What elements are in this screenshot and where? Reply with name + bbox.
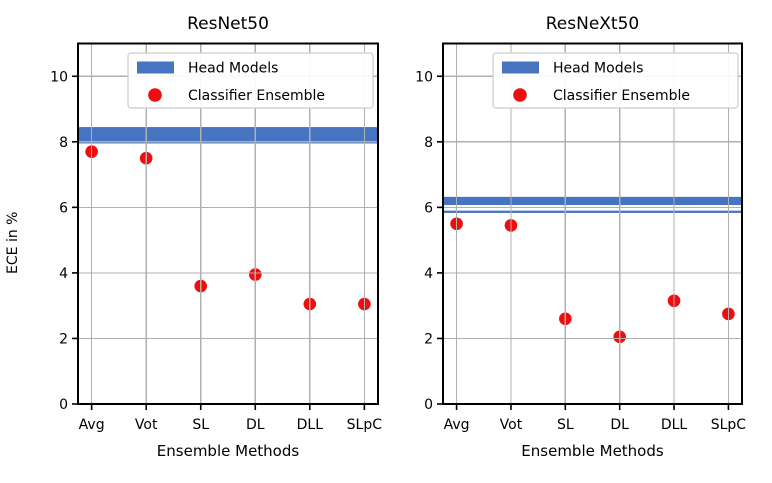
axes-frame xyxy=(442,42,743,405)
legend-label-head-models: Head Models xyxy=(553,61,643,77)
y-tick-label: 8 xyxy=(59,135,68,151)
x-axis-label: Ensemble Methods xyxy=(157,442,300,460)
y-tick-label: 0 xyxy=(424,397,433,413)
legend-label-classifier-ensemble: Classifier Ensemble xyxy=(553,88,690,104)
y-tick-label: 10 xyxy=(415,69,433,85)
y-tick-label: 2 xyxy=(59,331,68,347)
legend-box xyxy=(127,52,374,109)
y-tick-label: 8 xyxy=(424,135,433,151)
x-tick-label-dll: DLL xyxy=(297,417,324,433)
panel-title: ResNet50 xyxy=(187,14,269,34)
panel-title: ResNeXt50 xyxy=(546,14,639,34)
tick-marks xyxy=(72,75,366,410)
y-axis-label: ECE in % xyxy=(5,212,21,274)
head-models-band xyxy=(78,127,378,144)
x-tick-label-slpc: SLpC xyxy=(347,417,383,433)
y-tick-label: 0 xyxy=(59,397,68,413)
x-tick-label-avg: Avg xyxy=(444,417,470,433)
legend-label-classifier-ensemble: Classifier Ensemble xyxy=(188,88,325,104)
head-models-band xyxy=(443,210,742,213)
x-axis-label: Ensemble Methods xyxy=(521,442,664,460)
x-tick-label-dll: DLL xyxy=(661,417,688,433)
legend-head-models-swatch-icon xyxy=(137,61,174,74)
legend-classifier-dot-icon xyxy=(148,88,162,102)
y-tick-label: 6 xyxy=(59,200,68,216)
x-tick-label-vot: Vot xyxy=(135,417,158,433)
x-tick-label-slpc: SLpC xyxy=(711,417,747,433)
y-tick-label: 4 xyxy=(424,266,433,282)
x-tick-label-vot: Vot xyxy=(500,417,523,433)
y-tick-label: 10 xyxy=(50,69,68,85)
x-tick-label-sl: SL xyxy=(192,417,209,433)
axes-frame xyxy=(77,42,379,405)
x-tick-label-avg: Avg xyxy=(79,417,105,433)
head-models-band xyxy=(443,196,742,206)
y-tick-label: 6 xyxy=(424,200,433,216)
y-tick-label: 2 xyxy=(424,331,433,347)
x-tick-label-sl: SL xyxy=(557,417,574,433)
x-tick-label-dl: DL xyxy=(610,417,629,433)
y-tick-label: 4 xyxy=(59,266,68,282)
legend-box xyxy=(492,52,739,109)
legend-classifier-dot-icon xyxy=(513,88,527,102)
tick-marks xyxy=(437,75,730,410)
legend-label-head-models: Head Models xyxy=(188,61,278,77)
x-tick-label-dl: DL xyxy=(246,417,265,433)
legend-head-models-swatch-icon xyxy=(502,61,539,74)
